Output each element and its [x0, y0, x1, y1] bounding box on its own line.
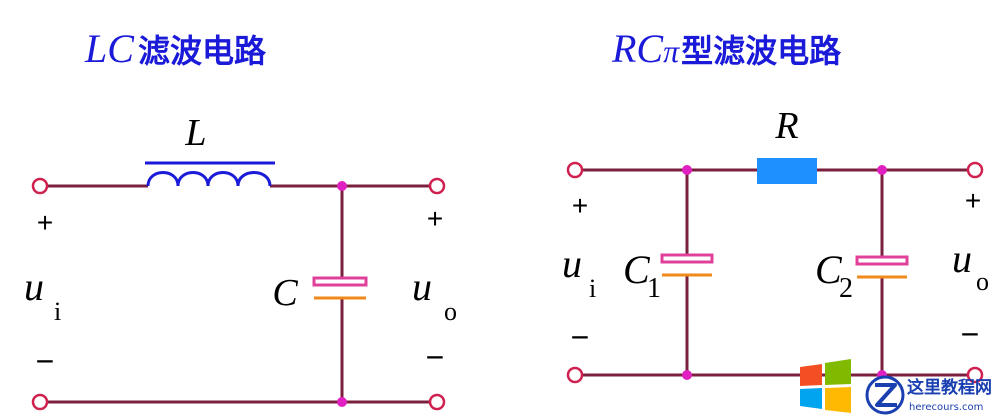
windows-logo-icon: [800, 359, 851, 413]
rc-input-terminal-bottom: [566, 366, 584, 384]
rc-node-c1-bottom: [682, 370, 692, 380]
lc-output-voltage-sub: o: [444, 297, 457, 326]
c1-subscript: 1: [647, 273, 661, 304]
rc-output-terminal-bottom: [966, 366, 984, 384]
capacitor-label: C: [272, 272, 298, 314]
lc-input-terminal-top: [31, 177, 49, 195]
lc-input-minus: −: [36, 343, 55, 379]
rc-output-voltage: u: [952, 236, 972, 281]
rc-input-voltage: u: [562, 241, 582, 286]
capacitor-c: [312, 276, 368, 300]
lc-input-voltage-sub: i: [54, 297, 61, 326]
lc-output-voltage: u: [412, 264, 432, 309]
c2-subscript: 2: [839, 273, 853, 304]
inductor: [145, 161, 275, 187]
capacitor-c1: [660, 253, 714, 277]
rc-title: RCπ型滤波电路: [611, 26, 842, 71]
lc-node-top: [337, 181, 347, 191]
rc-input-terminal-top: [566, 161, 584, 179]
c1-label: C: [623, 247, 651, 292]
resistor-label: R: [774, 105, 798, 147]
lc-output-terminal-top: [428, 177, 446, 195]
rc-node-c2-top: [877, 165, 887, 175]
rc-input-voltage-sub: i: [589, 274, 596, 303]
z-badge-icon: [865, 375, 905, 415]
resistor: [757, 158, 817, 184]
rc-output-plus: +: [965, 185, 981, 216]
rc-output-terminal-top: [966, 161, 984, 179]
site-watermark: 这里教程网 herecours.com: [800, 359, 992, 415]
rc-pi-filter-diagram: RCπ型滤波电路 R C 1 C 2: [562, 26, 989, 384]
inductor-label: L: [184, 112, 206, 154]
lc-node-bottom: [337, 397, 347, 407]
rc-output-voltage-sub: o: [976, 267, 989, 296]
watermark-url: herecours.com: [909, 402, 983, 413]
lc-output-plus: +: [427, 203, 443, 234]
lc-input-voltage: u: [24, 264, 44, 309]
c2-label: C: [815, 247, 843, 292]
rc-output-minus: −: [961, 316, 980, 352]
lc-output-terminal-bottom: [428, 393, 446, 411]
rc-node-c1-top: [682, 165, 692, 175]
lc-input-terminal-bottom: [31, 393, 49, 411]
lc-output-minus: −: [426, 339, 445, 375]
watermark-name: 这里教程网: [907, 377, 992, 398]
lc-input-plus: +: [37, 207, 53, 238]
rc-input-plus: +: [572, 190, 588, 221]
rc-input-minus: −: [571, 319, 590, 355]
capacitor-c2: [855, 255, 909, 279]
